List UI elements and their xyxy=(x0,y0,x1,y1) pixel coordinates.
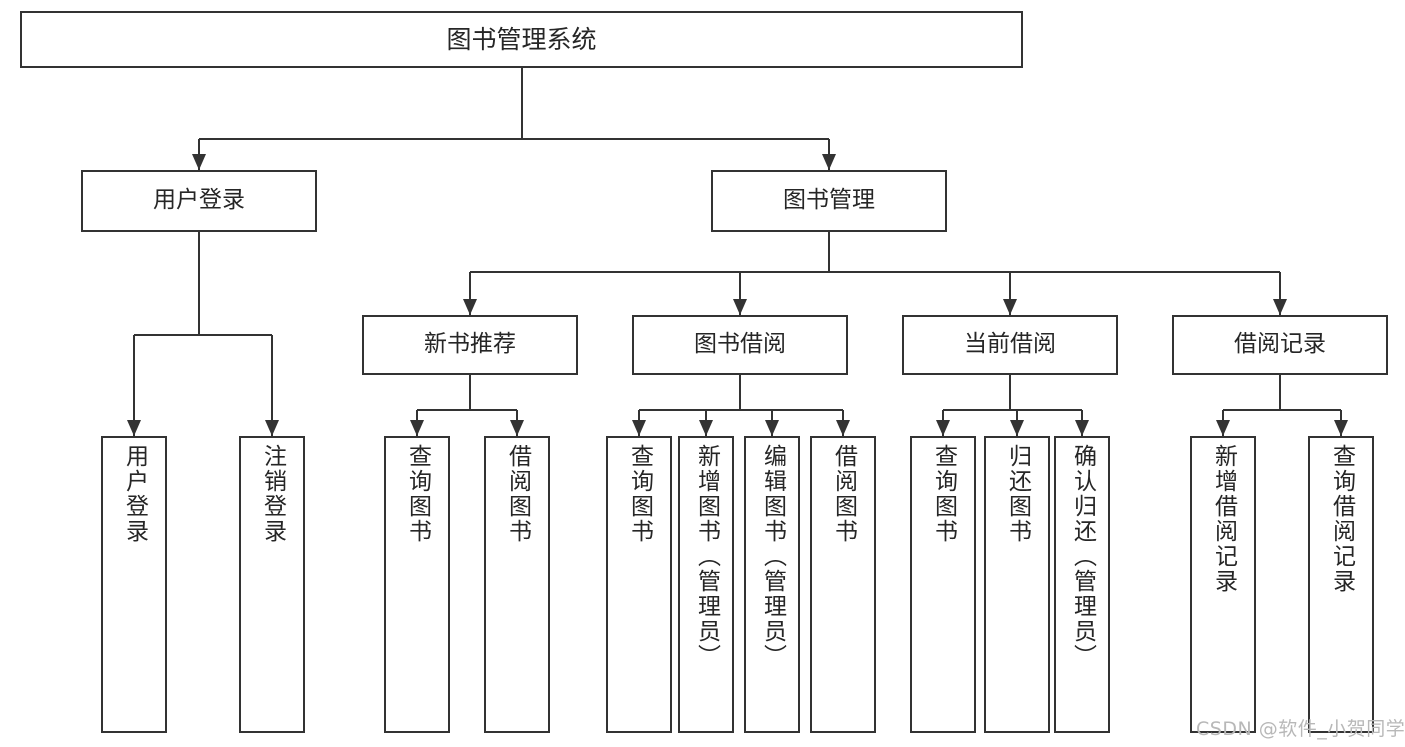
node-user-login[interactable]: 用户登录 xyxy=(81,170,317,232)
node-leaf-query-book-2[interactable]: 查询图书 xyxy=(606,436,672,733)
connector-arrowhead xyxy=(510,420,524,436)
node-leaf-confirm-return[interactable]: 确认归还（管理员） xyxy=(1054,436,1110,733)
connector-vertical xyxy=(828,232,830,272)
node-label: 查询图书 xyxy=(626,444,653,544)
node-leaf-query-record[interactable]: 查询借阅记录 xyxy=(1308,436,1374,733)
connector-vertical xyxy=(739,272,741,315)
connector-arrowhead xyxy=(1003,299,1017,315)
node-book-borrow[interactable]: 图书借阅 xyxy=(632,315,848,375)
connector-arrowhead xyxy=(410,420,424,436)
connector-vertical xyxy=(198,232,200,335)
csdn-watermark: CSDN @软件_小贺同学 xyxy=(1196,718,1405,740)
connector-vertical xyxy=(1009,375,1011,410)
node-label: 确认归还（管理员） xyxy=(1069,444,1096,669)
connector-horizontal xyxy=(417,409,517,411)
connector-arrowhead xyxy=(192,154,206,170)
connector-vertical xyxy=(1279,375,1281,410)
connector-horizontal xyxy=(943,409,1082,411)
connector-vertical xyxy=(469,375,471,410)
node-leaf-edit-book[interactable]: 编辑图书（管理员） xyxy=(744,436,800,733)
node-label: 归还图书 xyxy=(1004,444,1031,544)
connector-arrowhead xyxy=(1075,420,1089,436)
node-leaf-user-logout[interactable]: 注销登录 xyxy=(239,436,305,733)
connector-arrowhead xyxy=(265,420,279,436)
node-label: 图书管理 xyxy=(783,187,875,214)
node-label: 新书推荐 xyxy=(424,331,516,358)
node-leaf-user-login[interactable]: 用户登录 xyxy=(101,436,167,733)
node-root[interactable]: 图书管理系统 xyxy=(20,11,1023,68)
connector-arrowhead xyxy=(822,154,836,170)
node-label: 注销登录 xyxy=(259,444,286,544)
connector-arrowhead xyxy=(733,299,747,315)
connector-arrowhead xyxy=(699,420,713,436)
connector-arrowhead xyxy=(632,420,646,436)
connector-arrowhead xyxy=(936,420,950,436)
node-label: 用户登录 xyxy=(153,187,245,214)
connector-arrowhead xyxy=(1010,420,1024,436)
connector-arrowhead xyxy=(463,299,477,315)
connector-horizontal xyxy=(134,334,272,336)
connector-horizontal xyxy=(199,138,829,140)
node-label: 新增借阅记录 xyxy=(1210,444,1237,594)
connector-horizontal xyxy=(639,409,843,411)
connector-arrowhead xyxy=(836,420,850,436)
node-label: 编辑图书（管理员） xyxy=(759,444,786,669)
connector-vertical xyxy=(469,272,471,315)
node-label: 图书借阅 xyxy=(694,331,786,358)
node-leaf-add-record[interactable]: 新增借阅记录 xyxy=(1190,436,1256,733)
node-leaf-query-book-1[interactable]: 查询图书 xyxy=(384,436,450,733)
connector-vertical xyxy=(1009,272,1011,315)
node-leaf-add-book[interactable]: 新增图书（管理员） xyxy=(678,436,734,733)
node-label: 查询图书 xyxy=(930,444,957,544)
connector-arrowhead xyxy=(127,420,141,436)
node-label: 借阅图书 xyxy=(504,444,531,544)
connector-vertical xyxy=(1279,272,1281,315)
connector-horizontal xyxy=(470,271,1280,273)
node-label: 借阅图书 xyxy=(830,444,857,544)
node-label: 查询图书 xyxy=(404,444,431,544)
node-leaf-return-book[interactable]: 归还图书 xyxy=(984,436,1050,733)
node-book-manage[interactable]: 图书管理 xyxy=(711,170,947,232)
node-current-borrow[interactable]: 当前借阅 xyxy=(902,315,1118,375)
connector-arrowhead xyxy=(765,420,779,436)
node-new-book-recommend[interactable]: 新书推荐 xyxy=(362,315,578,375)
connector-vertical xyxy=(271,335,273,436)
connector-arrowhead xyxy=(1216,420,1230,436)
connector-vertical xyxy=(133,335,135,436)
node-borrow-record[interactable]: 借阅记录 xyxy=(1172,315,1388,375)
node-label: 新增图书（管理员） xyxy=(693,444,720,669)
node-label: 图书管理系统 xyxy=(446,24,597,54)
connector-vertical xyxy=(520,68,523,139)
node-label: 查询借阅记录 xyxy=(1328,444,1355,594)
node-label: 借阅记录 xyxy=(1234,331,1326,358)
connector-arrowhead xyxy=(1334,420,1348,436)
node-label: 当前借阅 xyxy=(964,331,1056,358)
node-leaf-borrow-book-2[interactable]: 借阅图书 xyxy=(810,436,876,733)
node-leaf-borrow-book-1[interactable]: 借阅图书 xyxy=(484,436,550,733)
node-label: 用户登录 xyxy=(121,444,148,544)
connector-vertical xyxy=(739,375,741,410)
node-leaf-query-book-3[interactable]: 查询图书 xyxy=(910,436,976,733)
connector-horizontal xyxy=(1223,409,1341,411)
connector-arrowhead xyxy=(1273,299,1287,315)
